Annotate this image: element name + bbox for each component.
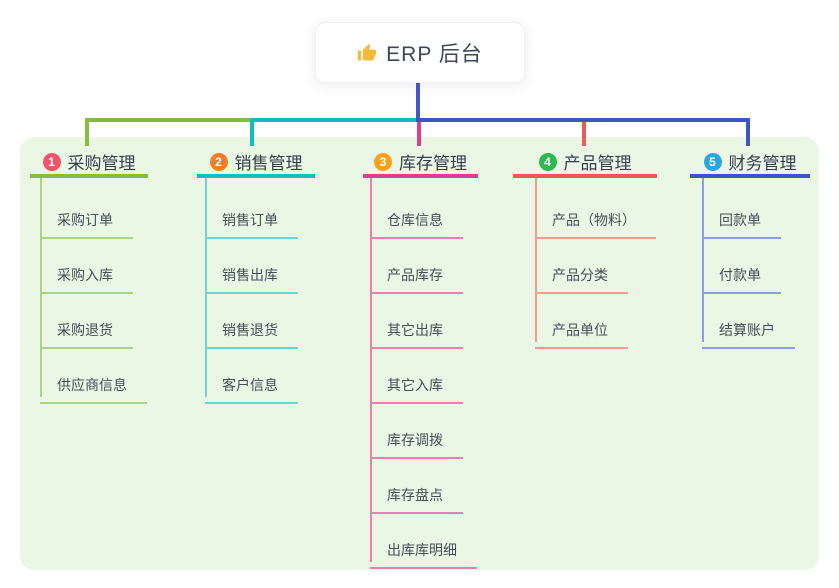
child-node[interactable]: 产品分类: [535, 258, 628, 294]
branch-drop-line: [85, 118, 89, 146]
bus-segment-teal: [250, 118, 421, 122]
child-node[interactable]: 销售退货: [205, 313, 298, 349]
child-node-label: 销售退货: [222, 322, 278, 338]
child-node-label: 结算账户: [719, 322, 775, 338]
child-node[interactable]: 产品单位: [535, 313, 628, 349]
child-node-label: 仓库信息: [387, 212, 443, 228]
child-node[interactable]: 付款单: [702, 258, 781, 294]
root-title: ERP 后台: [386, 42, 483, 66]
child-node-label: 付款单: [719, 267, 761, 283]
child-node-label: 客户信息: [222, 377, 278, 393]
branch-header[interactable]: 1 采购管理: [30, 149, 148, 178]
child-node-label: 产品库存: [387, 267, 443, 283]
child-node[interactable]: 其它出库: [370, 313, 463, 349]
branch-vertical-line: [40, 178, 42, 397]
child-node[interactable]: 仓库信息: [370, 203, 463, 239]
branch-vertical-line: [370, 178, 372, 562]
branch-label: 产品管理: [563, 154, 632, 173]
root-node[interactable]: ERP 后台: [315, 22, 525, 83]
child-node-label: 其它入库: [387, 377, 443, 393]
branch-number-badge: 2: [209, 152, 228, 171]
thumbs-up-icon: [357, 43, 377, 63]
branch-vertical-line: [702, 178, 704, 342]
child-node[interactable]: 销售订单: [205, 203, 298, 239]
branch-vertical-line: [205, 178, 207, 397]
branch-number-badge: 4: [538, 152, 557, 171]
branch-label: 销售管理: [234, 154, 303, 173]
child-node-label: 其它出库: [387, 322, 443, 338]
branch-drop-line: [582, 122, 586, 146]
child-node[interactable]: 采购订单: [40, 203, 133, 239]
child-node[interactable]: 结算账户: [702, 313, 795, 349]
child-node-label: 销售出库: [222, 267, 278, 283]
child-node[interactable]: 产品（物料）: [535, 203, 656, 239]
branch-label: 财务管理: [728, 154, 797, 173]
child-node-label: 产品单位: [552, 322, 608, 338]
child-node[interactable]: 采购入库: [40, 258, 133, 294]
child-node-label: 库存调拨: [387, 432, 443, 448]
child-node-label: 出库库明细: [387, 542, 457, 558]
branch-header[interactable]: 2 销售管理: [197, 149, 315, 178]
child-node-label: 库存盘点: [387, 487, 443, 503]
child-node-label: 采购退货: [57, 322, 113, 338]
branch-number-badge: 5: [703, 152, 722, 171]
child-node-label: 采购订单: [57, 212, 113, 228]
child-node[interactable]: 供应商信息: [40, 368, 147, 404]
child-node[interactable]: 出库库明细: [370, 533, 477, 569]
child-node[interactable]: 客户信息: [205, 368, 298, 404]
child-node-label: 产品（物料）: [552, 212, 636, 228]
branches-panel: [20, 137, 819, 570]
child-node[interactable]: 其它入库: [370, 368, 463, 404]
branch-vertical-line: [535, 178, 537, 342]
branch-number-badge: 1: [42, 152, 61, 171]
root-connector-line: [416, 81, 420, 122]
child-node[interactable]: 销售出库: [205, 258, 298, 294]
child-node[interactable]: 回款单: [702, 203, 781, 239]
bus-segment-blue: [416, 118, 750, 122]
child-node[interactable]: 库存盘点: [370, 478, 463, 514]
child-node-label: 采购入库: [57, 267, 113, 283]
branch-drop-line: [250, 118, 254, 146]
branch-label: 库存管理: [399, 154, 467, 173]
branch-drop-line: [746, 118, 750, 146]
branch-drop-line: [417, 122, 421, 146]
child-node-label: 销售订单: [222, 212, 278, 228]
bus-segment-green: [85, 118, 254, 122]
branch-label: 采购管理: [67, 154, 136, 173]
branch-header[interactable]: 3 库存管理: [363, 149, 478, 178]
child-node-label: 供应商信息: [57, 377, 127, 393]
child-node[interactable]: 采购退货: [40, 313, 133, 349]
child-node-label: 产品分类: [552, 267, 608, 283]
child-node[interactable]: 库存调拨: [370, 423, 463, 459]
child-node[interactable]: 产品库存: [370, 258, 463, 294]
branch-number-badge: 3: [374, 152, 392, 171]
branch-header[interactable]: 5 财务管理: [690, 149, 810, 178]
branch-header[interactable]: 4 产品管理: [513, 149, 657, 178]
child-node-label: 回款单: [719, 212, 761, 228]
